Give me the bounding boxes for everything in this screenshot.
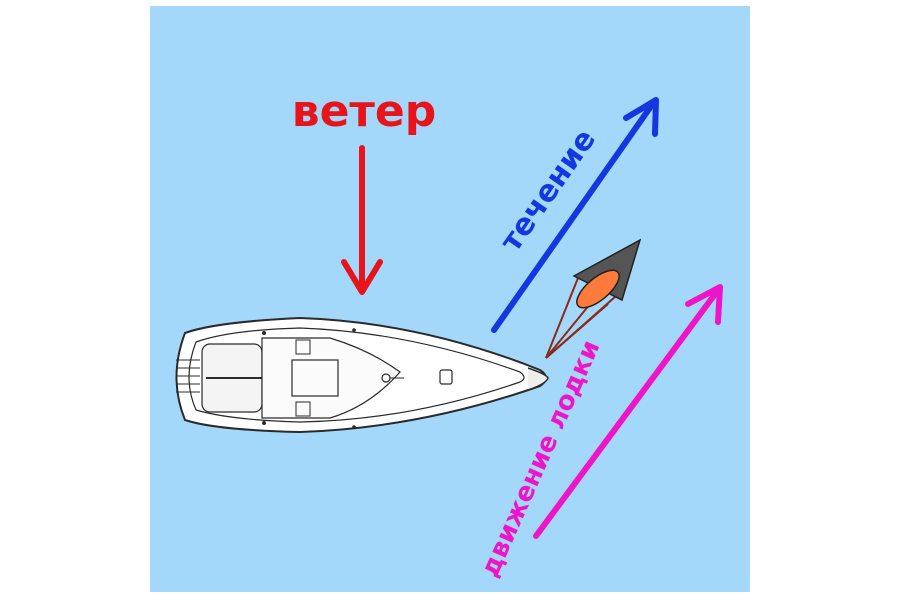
sailboat-topview-icon	[175, 316, 549, 434]
current-arrow	[491, 97, 659, 333]
sea-anchor-icon	[545, 238, 642, 359]
deck-inner-line	[188, 327, 525, 423]
boat-motion-arrow	[533, 284, 723, 539]
bow-tip	[527, 367, 549, 391]
cabin-top	[261, 337, 401, 419]
water-background	[150, 6, 750, 592]
wind-arrow	[341, 145, 383, 295]
wind-label: ветер	[292, 86, 437, 137]
